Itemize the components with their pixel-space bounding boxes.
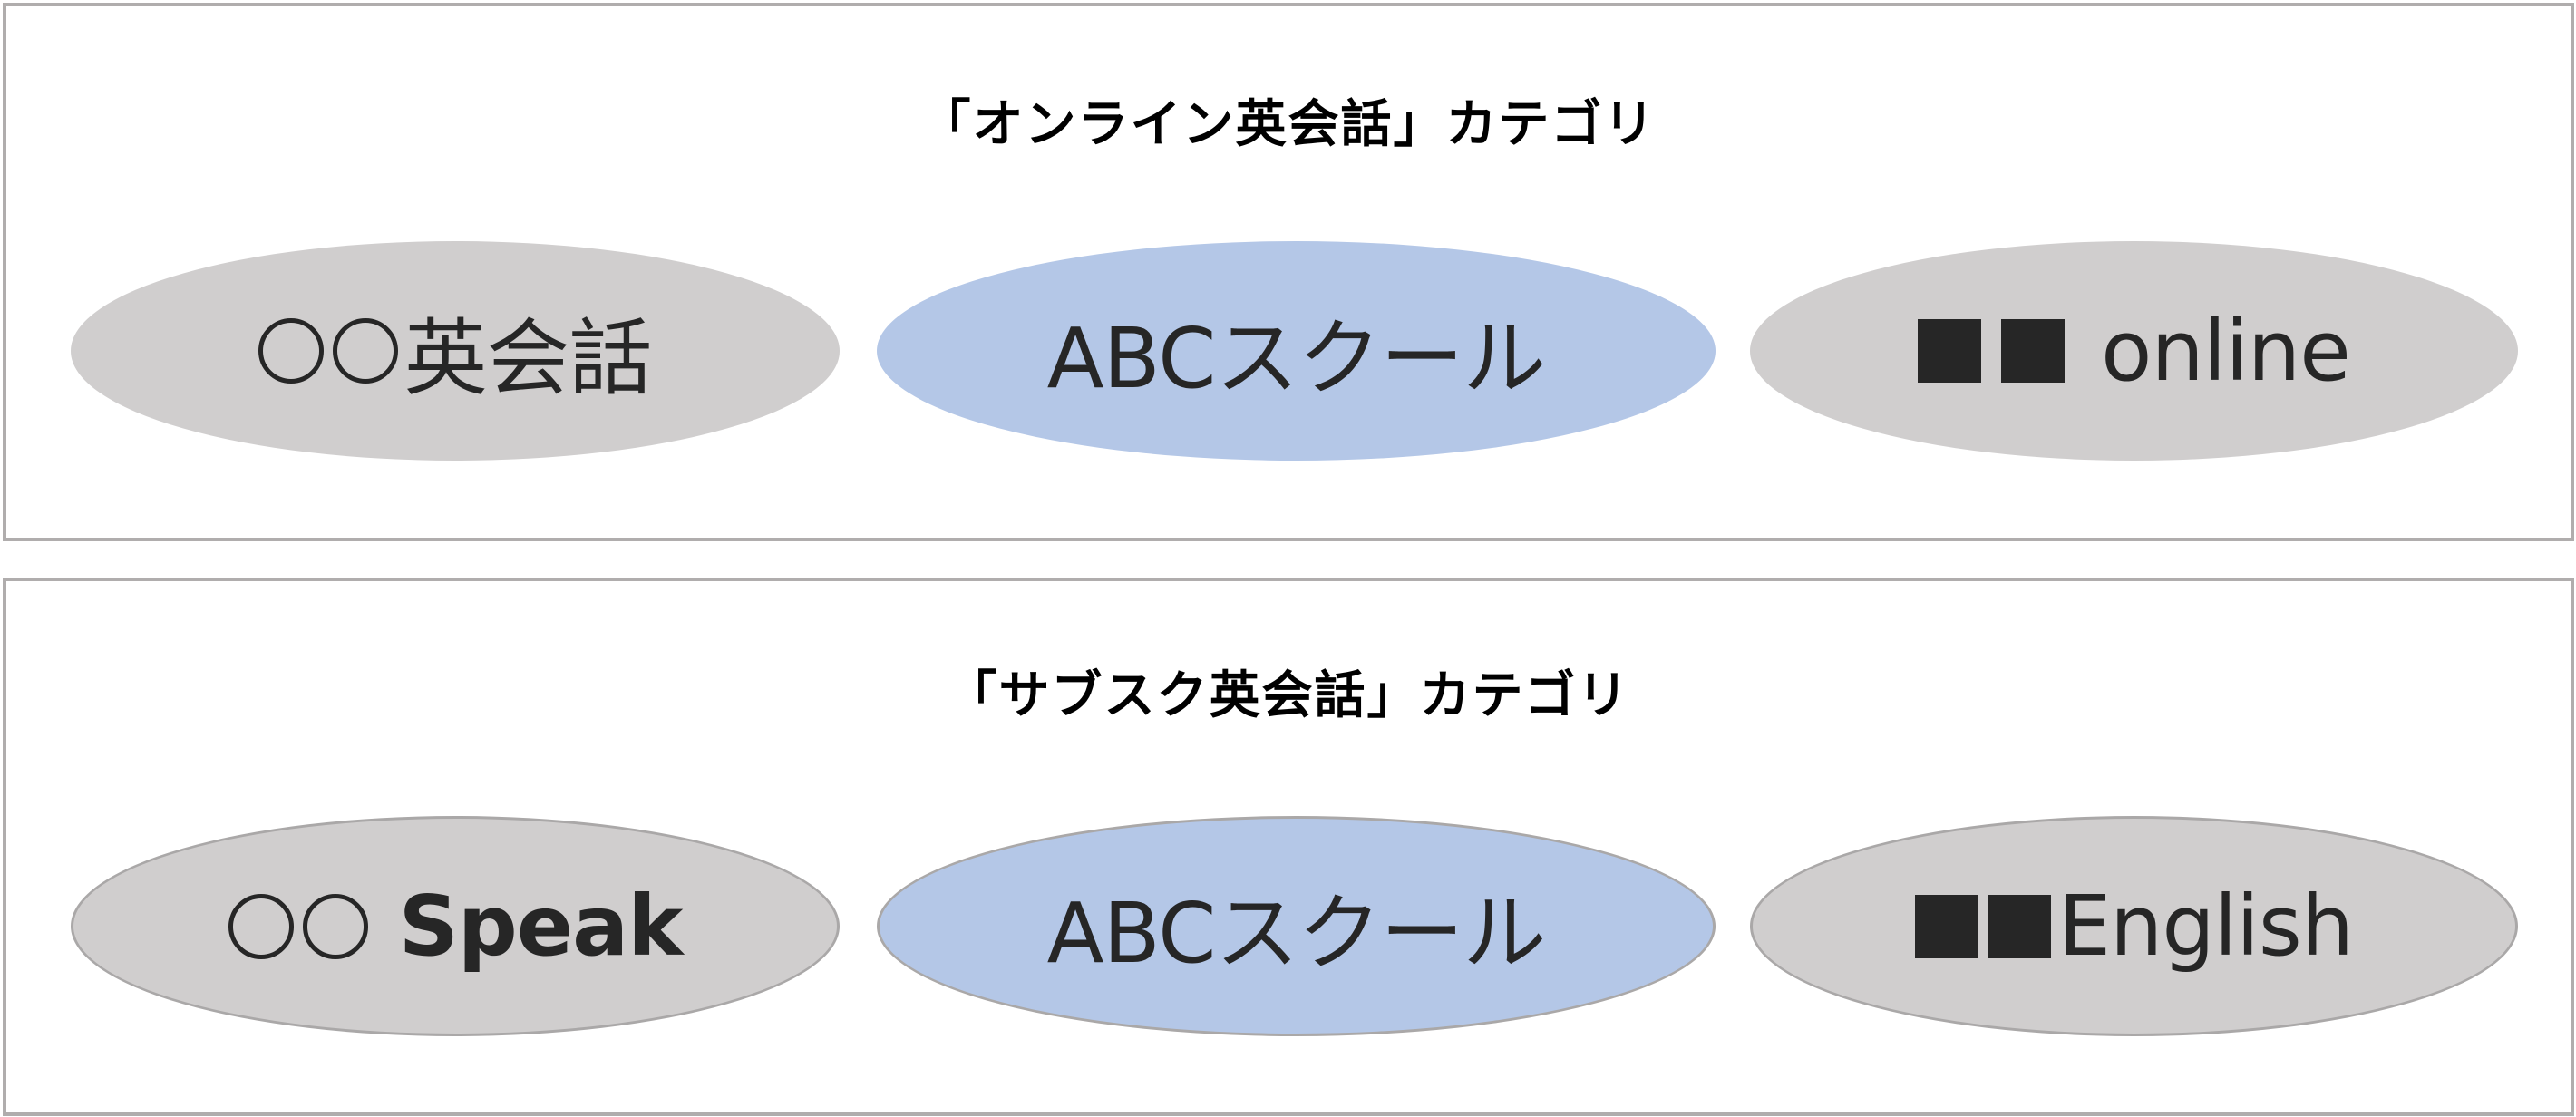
category-title: 「サブスク英会話」カテゴリ [946, 666, 1630, 725]
school-label: 英会話 [403, 309, 652, 407]
category-title: 「オンライン英会話」カテゴリ [919, 95, 1657, 154]
school-ellipse-1: 英会話 [71, 241, 840, 461]
square-placeholder-icon [1918, 319, 2066, 383]
school-ellipse-3: online [1750, 241, 2518, 461]
square-placeholder-icon [1914, 894, 2051, 958]
school-label: English [2057, 878, 2354, 975]
school-ellipse-1: Speak [71, 816, 840, 1036]
school-label: ABCスクール [1046, 309, 1547, 407]
school-ellipse-3: English [1750, 816, 2518, 1036]
school-label: Speak [398, 878, 684, 975]
circle-placeholder-icon [228, 893, 368, 959]
school-label: online [2101, 302, 2351, 400]
circle-placeholder-icon [258, 318, 399, 384]
school-ellipse-highlighted: ABCスクール [877, 241, 1716, 461]
school-ellipse-highlighted: ABCスクール [877, 816, 1716, 1036]
school-label: ABCスクール [1046, 885, 1547, 982]
